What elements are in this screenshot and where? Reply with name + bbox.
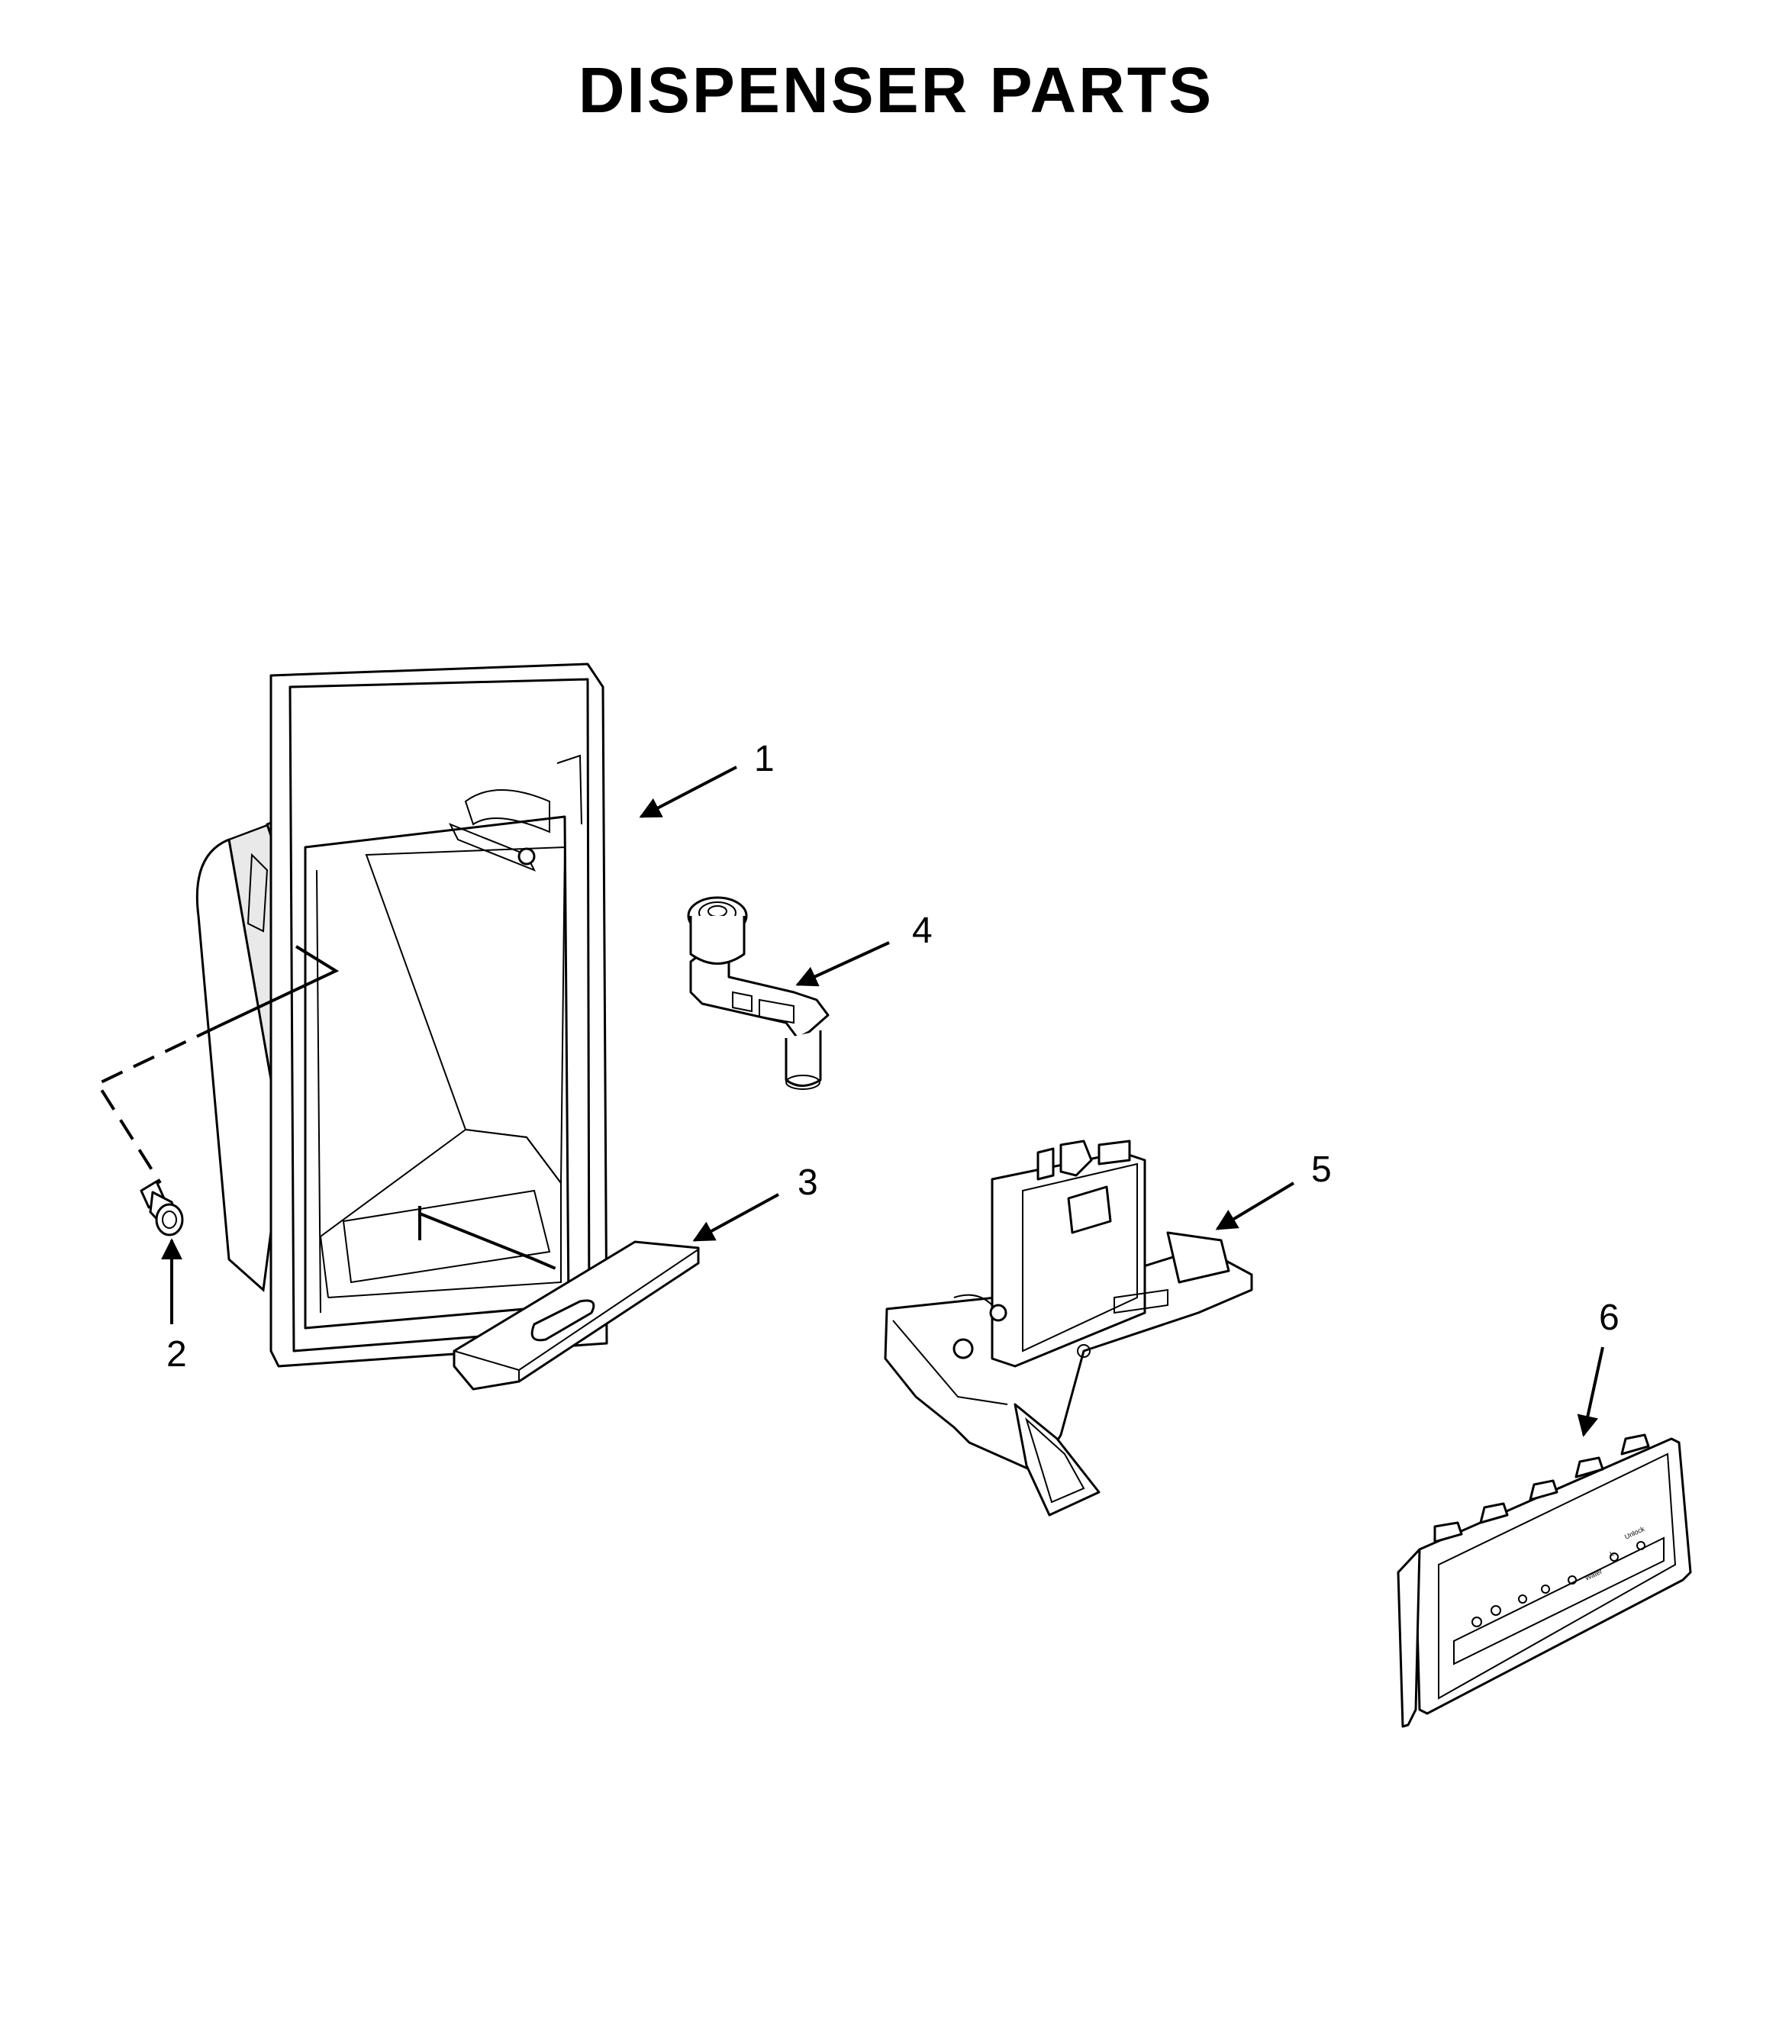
callout-arrow-5 [1215,1182,1295,1230]
callout-arrow-6 [1577,1346,1604,1437]
page-title: DISPENSER PARTS [578,54,1214,126]
callout-number-6: 6 [1599,1298,1620,1338]
callout-arrow-1 [639,766,737,818]
callout-number-3: 3 [798,1162,818,1203]
callout-arrow-4 [795,941,890,987]
part-5-dispenser-lever-assembly[interactable] [884,1140,1253,1517]
callout-number-2: 2 [166,1334,187,1375]
part-3-drip-tray-grille[interactable] [453,1240,700,1391]
control-label-light: L [1609,1549,1616,1558]
callout-arrows [161,766,1604,1437]
callout-number-1: 1 [754,739,775,779]
callout-arrow-3 [692,1193,779,1242]
part-1-dispenser-housing[interactable] [195,663,608,1368]
part-6-control-panel[interactable]: Water L Unlock [1397,1433,1692,1728]
assembly-lines [95,945,562,1272]
part-4-water-tube[interactable] [687,896,830,1090]
part-2-screw[interactable] [140,1180,184,1236]
callout-number-5: 5 [1311,1149,1332,1190]
callout-number-4: 4 [912,911,933,951]
